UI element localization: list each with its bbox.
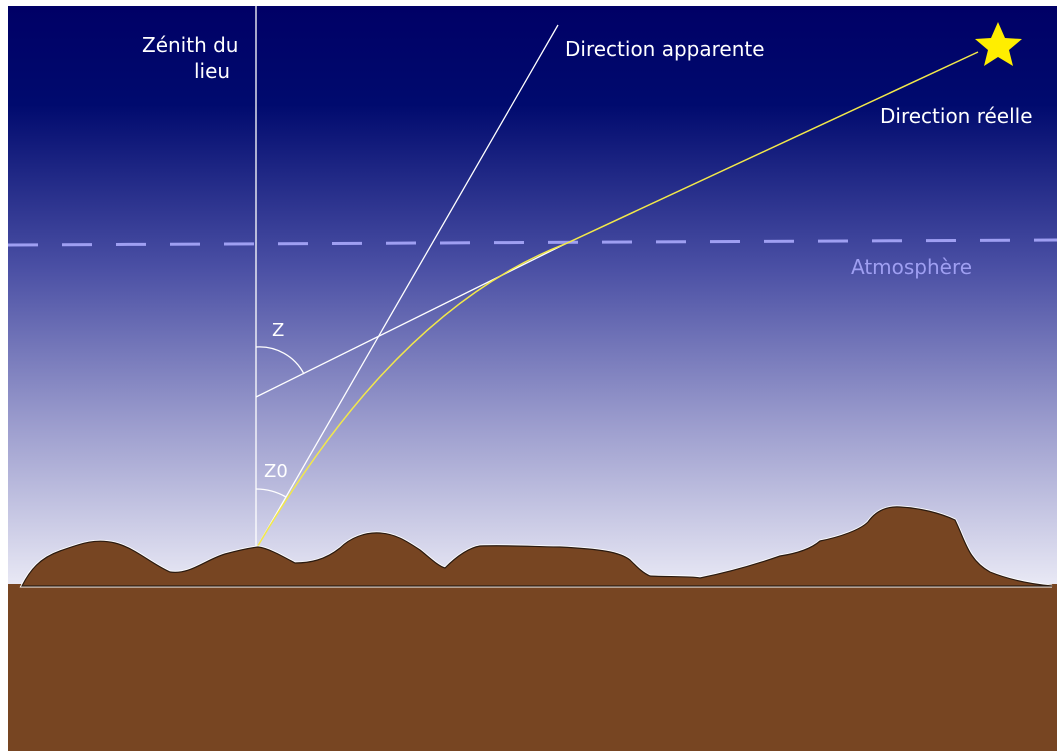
angle-z0-label: Z0 (264, 461, 288, 482)
real-direction-extension-line (255, 243, 566, 398)
star-icon (975, 22, 1022, 66)
angle-z0-arc (255, 488, 287, 498)
angle-z-arc (255, 346, 305, 375)
ground (8, 584, 1057, 751)
atmosphere-boundary-line (7, 238, 1058, 247)
sky-background (8, 6, 1057, 586)
atmosphere-label: Atmosphère (851, 255, 972, 279)
zenith-label-line1: Zénith du (142, 33, 238, 57)
zenith-label-line2: lieu (194, 59, 230, 83)
apparent-direction-label: Direction apparente (565, 37, 765, 61)
refracted-light-path (255, 51, 979, 550)
hills (21, 506, 1053, 587)
apparent-direction-line (255, 24, 559, 550)
real-direction-label: Direction réelle (880, 104, 1033, 128)
angle-z-label: Z (272, 320, 284, 341)
